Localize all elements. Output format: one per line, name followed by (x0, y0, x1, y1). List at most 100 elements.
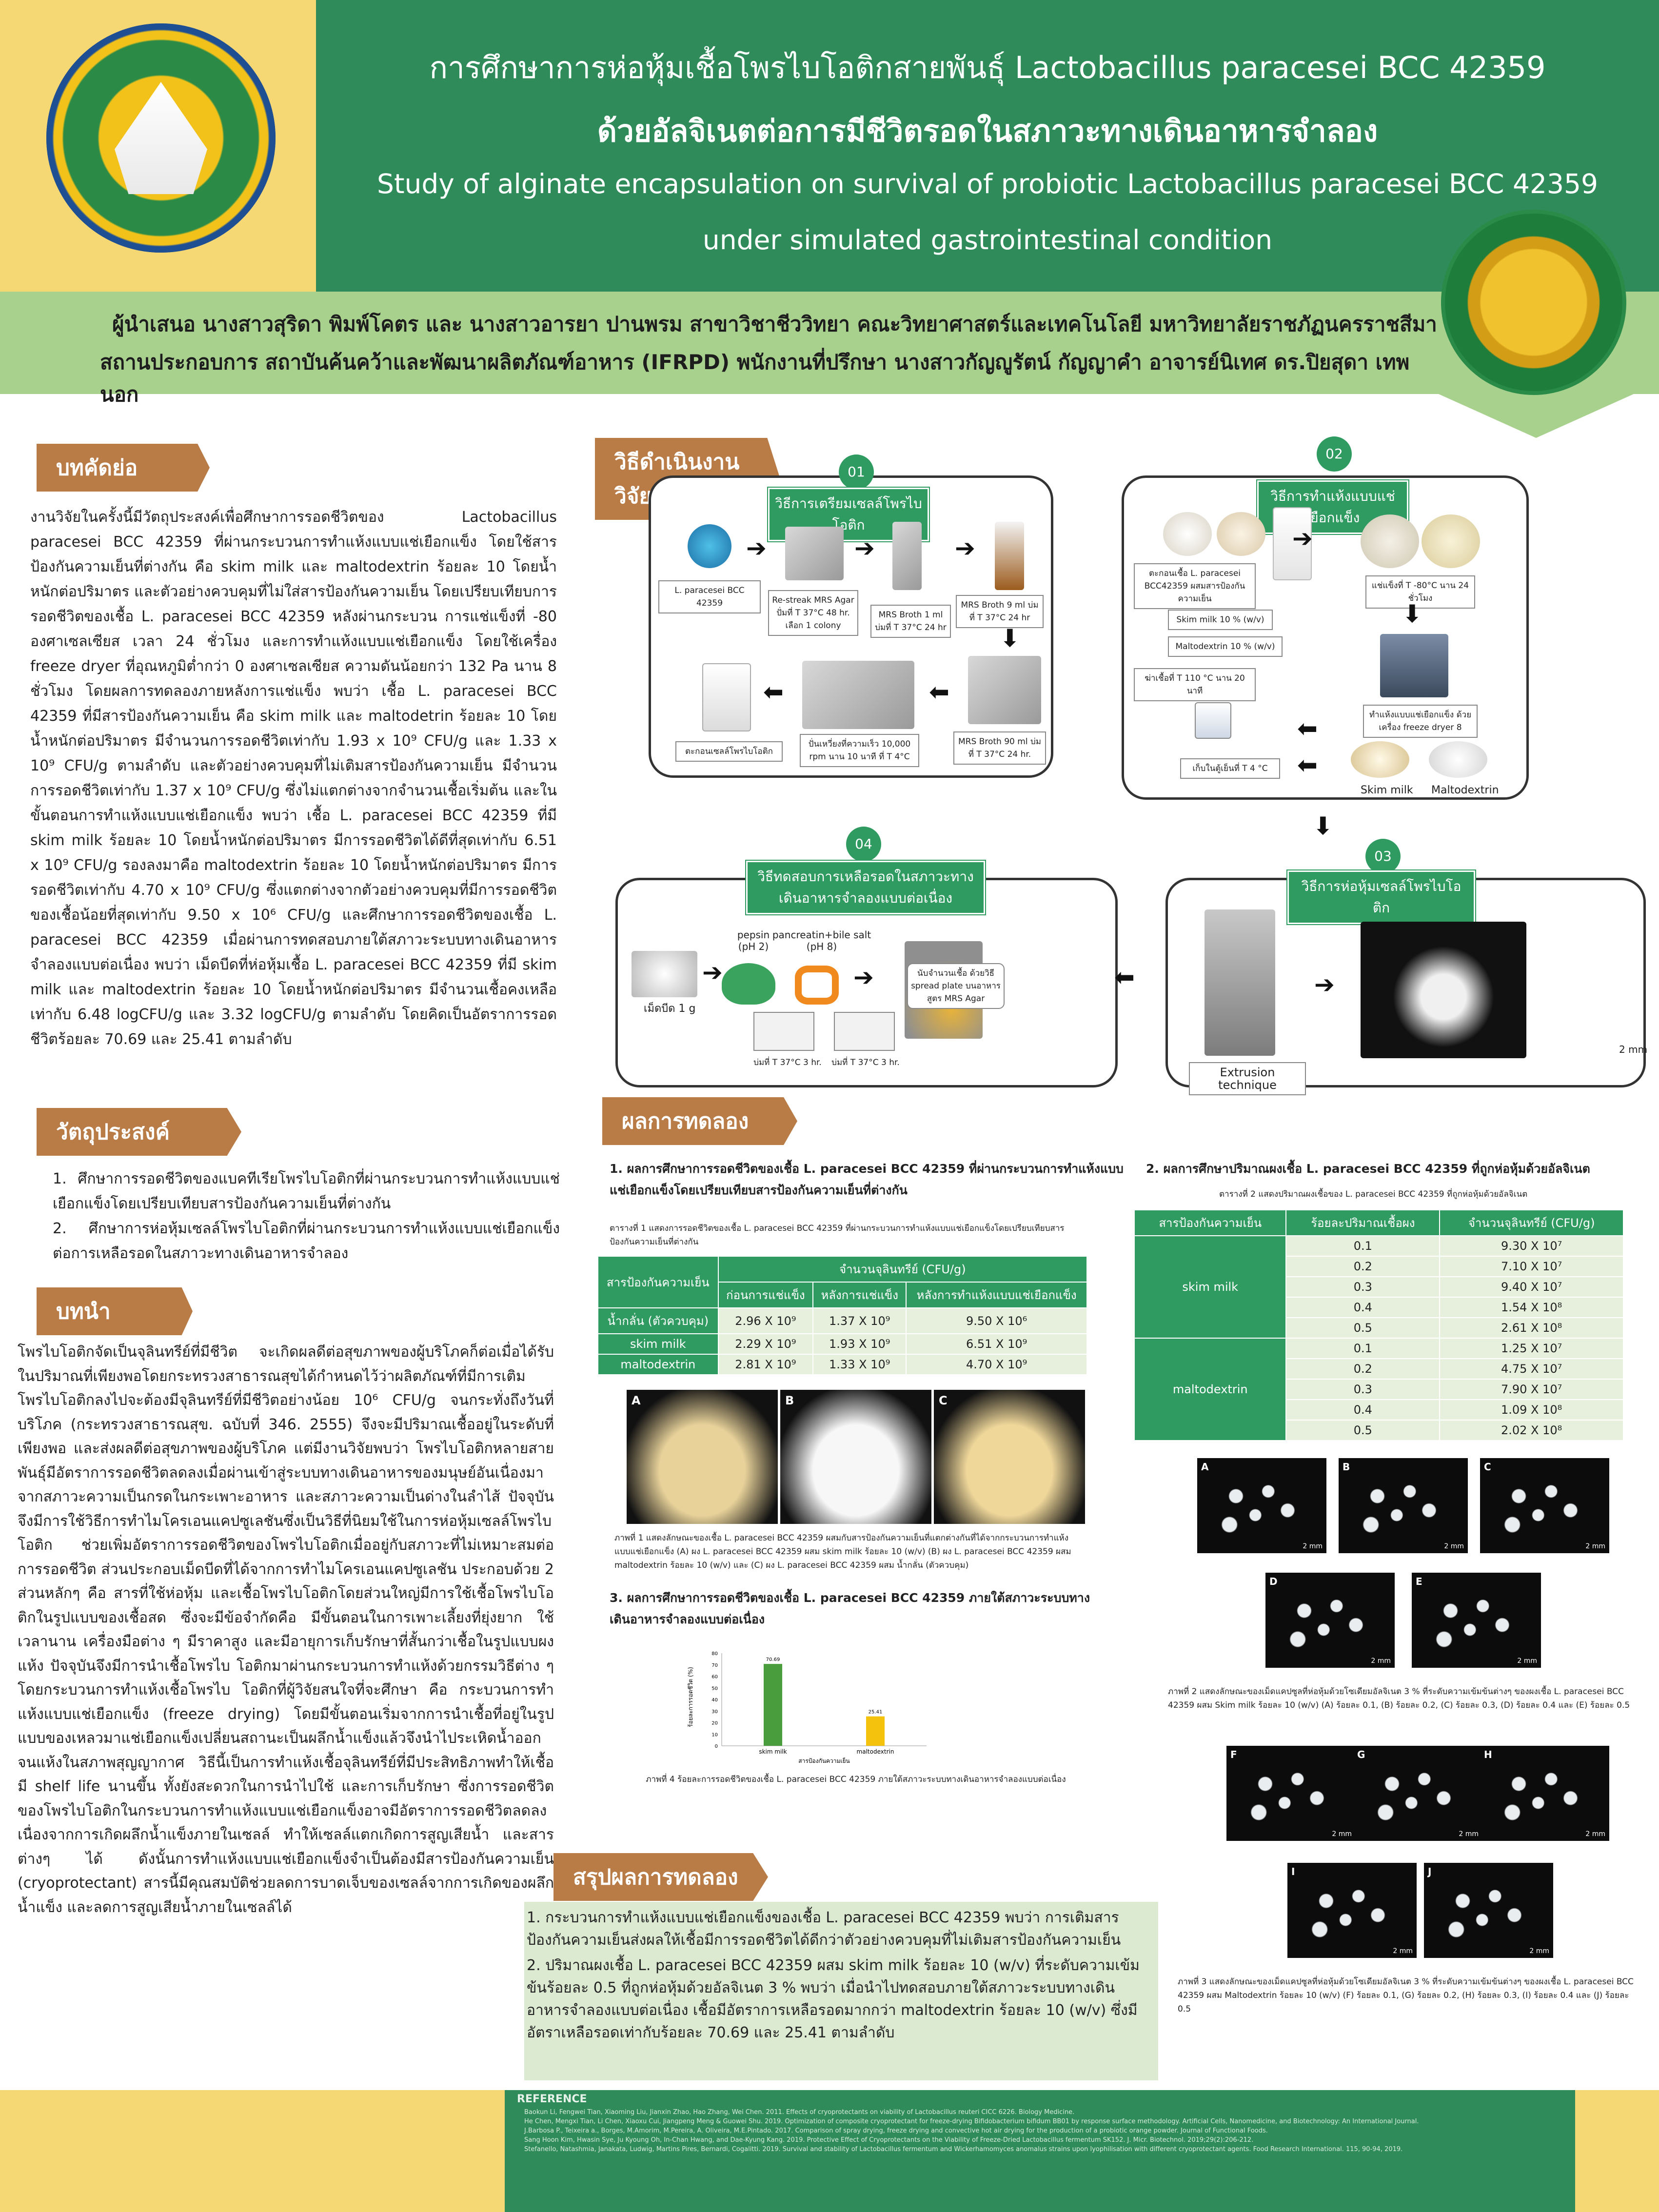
arrow-down-icon: ⬇ (1000, 624, 1020, 652)
objective-2: 2. ศึกษาการห่อหุ้มเซลล์โพรไบโอติกที่ผ่าน… (53, 1220, 560, 1262)
author-band (0, 292, 1659, 394)
institute-seal-logo (1441, 210, 1626, 395)
row-agent: maltodextrin (1133, 1338, 1287, 1441)
incubation-2-label: บ่มที่ T 37°C 3 hr. (831, 1058, 900, 1067)
table-cell: 0.2 (1285, 1358, 1441, 1380)
photo-label: B (785, 1394, 794, 1407)
conclusion-item-1: 1. กระบวนการทำแห้งแบบแช่เยือกแข็งของเชื้… (527, 1909, 1121, 1949)
introduction-heading: บทนำ (37, 1287, 193, 1335)
objectives-heading: วัตถุประสงค์ (37, 1108, 241, 1156)
table-cell: 6.51 X 10⁹ (906, 1333, 1087, 1355)
survival-table: สารป้องกันความเย็น จำนวนจุลินทรีย์ (CFU/… (597, 1256, 1088, 1375)
arrow-right-icon: ➔ (746, 534, 767, 562)
footer-left-block (0, 2090, 505, 2212)
figure-3-caption: ภาพที่ 3 แสดงลักษณะของเม็ดแคปซูลที่ห่อหุ… (1178, 1977, 1634, 2014)
scale-label: 2 mm (1371, 1657, 1391, 1665)
chart-y-tick-label: 50 (711, 1686, 718, 1691)
chart-y-tick-label: 20 (711, 1721, 718, 1726)
photo-label: H (1484, 1749, 1492, 1760)
maltodextrin-powder-image (1217, 512, 1265, 556)
reference-item: J.Barbosa P., Teixeira a., Borges, M.Amo… (524, 2127, 1268, 2134)
scale-label: 2 mm (1303, 1542, 1323, 1550)
table-cell: 2.61 X 10⁸ (1439, 1317, 1624, 1339)
references-heading: REFERENCE (517, 2093, 587, 2105)
table-header-col: ร้อยละปริมาณเชื้อผง (1285, 1209, 1441, 1236)
alginate-beads-image (1361, 922, 1526, 1058)
reference-item: Sang Hoon Kim, Hwasin Sye, Ju Kyoung Oh,… (524, 2136, 1254, 2144)
skim-caption: Skim milk 10 % (w/v) (1168, 610, 1273, 630)
row-agent: น้ำกลั่น (ตัวควบคุม) (597, 1307, 719, 1334)
table-cell: 0.1 (1285, 1338, 1441, 1359)
chart-category-label: maltodextrin (857, 1748, 894, 1755)
stomach-icon (722, 963, 775, 1005)
extrusion-caption: Extrusion technique (1189, 1062, 1306, 1095)
flask-image (968, 656, 1041, 724)
photo-label: G (1357, 1749, 1365, 1760)
scale-label: 2 mm (1517, 1657, 1537, 1665)
table-cell: 4.75 X 10⁷ (1439, 1358, 1624, 1380)
conclusion-item-2: 2. ปริมาณผงเชื้อ L. paracesei BCC 42359 … (527, 1957, 1140, 2041)
references-list: Baokun Li, Fengwei Tian, Xiaoming Liu, J… (524, 2108, 1558, 2154)
storage-caption: เก็บในตู้เย็นที่ T 4 °C (1180, 758, 1280, 779)
maltodextrin-dried-image (1429, 741, 1487, 778)
scale-label: 2 mm (1585, 1542, 1605, 1550)
pancreatin-label: pancreatin+bile salt (pH 8) (772, 929, 871, 952)
reference-item: Baokun Li, Fengwei Tian, Xiaoming Liu, J… (524, 2109, 1075, 2116)
bead-photo-c: C 2 mm (1480, 1458, 1609, 1553)
table-cell: 2.81 X 10⁹ (717, 1354, 814, 1375)
skim-milk-dried-image (1351, 741, 1409, 778)
table-header-col: หลังการแช่แข็ง (812, 1282, 907, 1308)
strain-caption: L. paracesei BCC 42359 (658, 580, 761, 613)
frozen-sample-2-image (1422, 514, 1480, 568)
chart-y-tick-label: 80 (711, 1651, 718, 1657)
row-agent: skim milk (1133, 1235, 1287, 1339)
title-thai-line-2: ด้วยอัลจิเนตต่อการมีชีวิตรอดในสภาวะทางเด… (597, 113, 1378, 149)
table-cell: 2.96 X 10⁹ (717, 1307, 814, 1334)
figure-1-caption: ภาพที่ 1 แสดงลักษณะของเชื้อ L. paracesei… (614, 1533, 1071, 1570)
chart-x-axis-label: สารป้องกันความเย็น (798, 1757, 849, 1764)
photo-label: J (1428, 1866, 1432, 1877)
arrow-left-icon: ⬅ (763, 678, 784, 706)
broth-90ml-caption: MRS Broth 90 ml บ่มที่ T 37°C 24 hr. (953, 731, 1046, 765)
table-cell: 9.30 X 10⁷ (1439, 1235, 1624, 1257)
results-heading: ผลการทดลอง (602, 1097, 797, 1145)
arrow-left-icon: ⬅ (929, 678, 949, 706)
table-cell: 1.93 X 10⁹ (812, 1333, 907, 1355)
sterilize-caption: ฆ่าเชื้อที่ T 110 °C นาน 20 นาที (1134, 668, 1256, 701)
table-cell: 0.2 (1285, 1256, 1441, 1277)
step-number-2: 02 (1317, 436, 1352, 472)
photo-label: A (632, 1394, 641, 1407)
table-cell: 0.1 (1285, 1235, 1441, 1257)
table-row: maltodextrin 2.81 X 10⁹ 1.33 X 10⁹ 4.70 … (597, 1354, 1087, 1375)
maltodextrin-caption: Maltodextrin 10 % (w/v) (1168, 636, 1283, 657)
broth-tube-9-image (995, 522, 1024, 590)
table-2-caption: ตารางที่ 2 แสดงปริมาณผงเชื้อของ L. parac… (1219, 1189, 1528, 1199)
intestine-icon (795, 966, 839, 1005)
chart-y-tick-label: 60 (711, 1675, 718, 1680)
table-cell: 0.3 (1285, 1276, 1441, 1298)
arrow-right-icon: ➔ (1292, 524, 1313, 553)
step-3-title: วิธีการห่อหุ้มเซลล์โพรไบโอติก (1287, 870, 1475, 924)
arrow-right-icon: ➔ (702, 958, 723, 987)
storage-container-image (1195, 702, 1231, 739)
title-english-line-1: Study of alginate encapsulation on survi… (377, 168, 1598, 199)
result-1-title: 1. ผลการศึกษาการรอดชีวิตของเชื้อ L. para… (610, 1162, 1124, 1197)
scale-label: 2 mm (1529, 1947, 1549, 1955)
table-cell: 9.50 X 10⁶ (906, 1307, 1087, 1334)
band-pointer (1439, 394, 1634, 438)
university-logo (46, 23, 276, 253)
count-caption: นับจำนวนเชื้อ ด้วยวิธี spread plate บนอา… (907, 963, 1005, 1009)
chart-y-tick-label: 70 (711, 1663, 718, 1668)
title-thai-line-1: การศึกษาการห่อหุ้มเชื้อโพรไบโอติกสายพันธ… (429, 50, 1546, 85)
photo-label: E (1416, 1576, 1422, 1587)
bead-weight-label: เม็ดบีด 1 g (644, 1003, 696, 1015)
photo-label: C (1484, 1461, 1491, 1473)
table-cell: 7.10 X 10⁷ (1439, 1256, 1624, 1277)
figure-2-caption: ภาพที่ 2 แสดงลักษณะของเม็ดแคปซูลที่ห่อหุ… (1168, 1687, 1630, 1710)
